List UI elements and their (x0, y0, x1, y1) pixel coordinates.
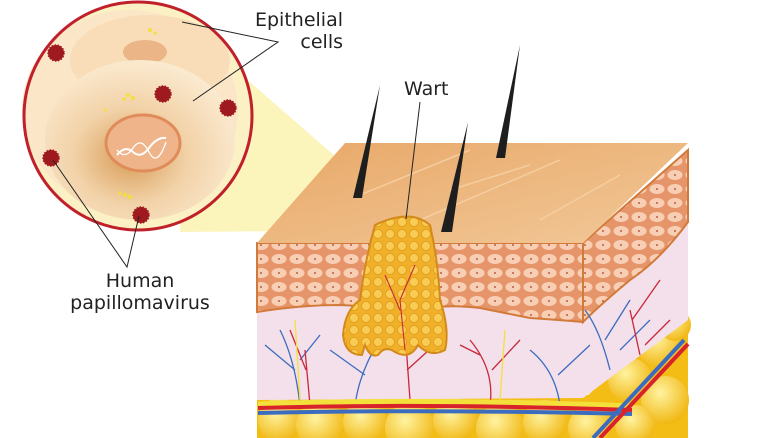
wart-vessels (384, 264, 416, 351)
dna-strand (116, 136, 167, 156)
label-epithelial-cells: Epithelial cells (250, 9, 343, 53)
label-line: Human (105, 270, 175, 292)
magnified-cell-view (22, 0, 254, 232)
hairs (353, 45, 520, 232)
label-human-papillomavirus: Human papillomavirus (60, 270, 220, 314)
skin-creases (359, 149, 621, 221)
hair (496, 45, 520, 158)
hair (441, 122, 468, 232)
label-line: Epithelial (254, 9, 343, 31)
label-wart: Wart (404, 78, 449, 100)
leader-lines (52, 21, 421, 269)
virus-icon (132, 206, 150, 224)
virus-icon (47, 44, 65, 62)
wart (341, 215, 448, 357)
major-vessels (257, 338, 690, 438)
virus-icon (42, 149, 60, 167)
virus-icon (154, 85, 172, 103)
label-line: cells (300, 31, 343, 53)
hpv-virions (42, 44, 237, 224)
virus-icon (219, 99, 237, 117)
capillaries (264, 279, 671, 406)
label-line: papillomavirus (70, 292, 210, 314)
epidermis-side (582, 147, 689, 325)
nucleus (104, 113, 182, 173)
hair (353, 85, 380, 198)
